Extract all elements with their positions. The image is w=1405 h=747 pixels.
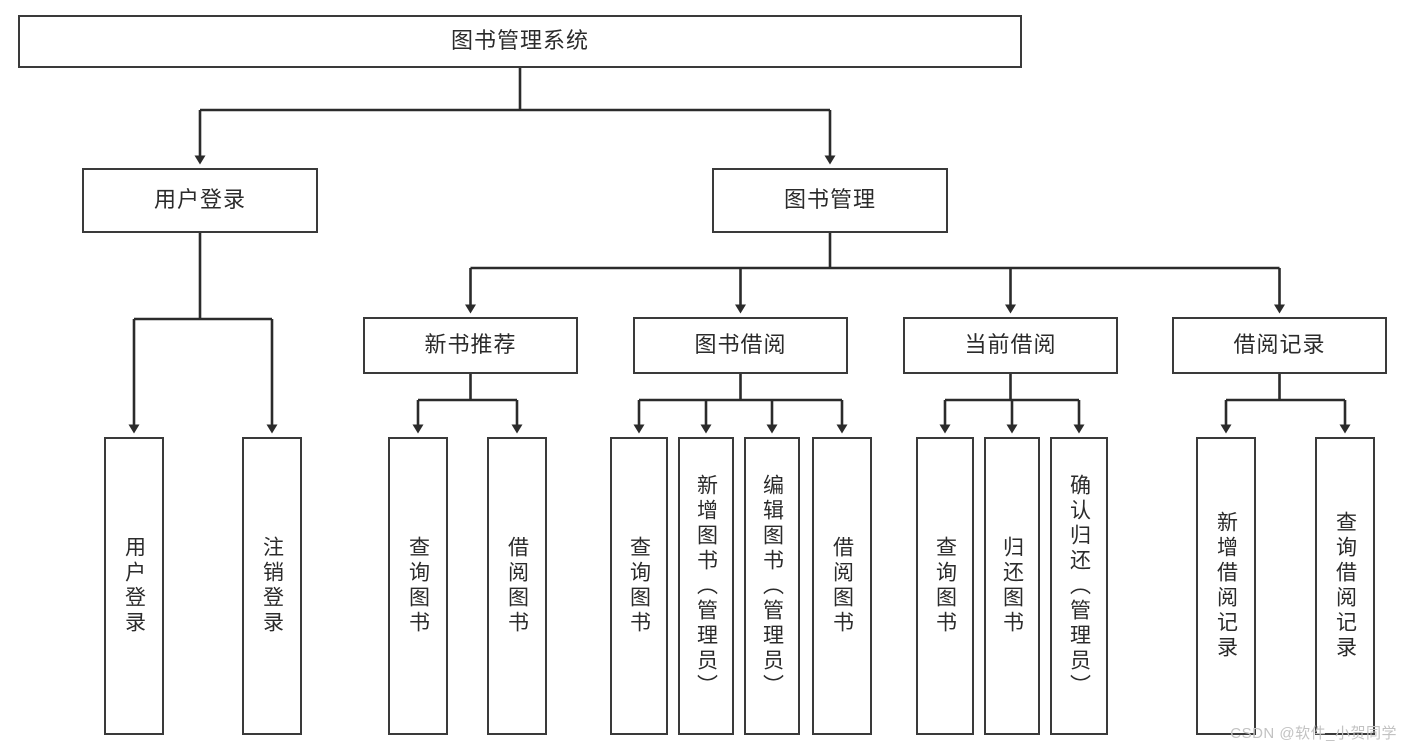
node-leaf-cq[interactable]: 查询图书: [916, 437, 974, 735]
node-newbooks[interactable]: 新书推荐: [363, 317, 578, 374]
node-leaf-newq[interactable]: 查询图书: [388, 437, 448, 735]
node-leaf-bborrow[interactable]: 借阅图书: [812, 437, 872, 735]
node-label: 确认归还（管理员）: [1067, 473, 1091, 699]
node-label: 编辑图书（管理员）: [760, 473, 784, 699]
node-leaf-bq[interactable]: 查询图书: [610, 437, 668, 735]
node-leaf-newb[interactable]: 借阅图书: [487, 437, 547, 735]
node-label: 图书管理: [783, 187, 876, 213]
node-label: 归还图书: [1000, 536, 1024, 636]
node-leaf-logout[interactable]: 注销登录: [242, 437, 302, 735]
node-leaf-radd[interactable]: 新增借阅记录: [1196, 437, 1256, 735]
node-label: 借阅记录: [1233, 332, 1326, 358]
node-leaf-badd[interactable]: 新增图书（管理员）: [678, 437, 734, 735]
node-label: 借阅图书: [830, 536, 854, 636]
node-label: 注销登录: [260, 536, 284, 636]
node-leaf-rquery[interactable]: 查询借阅记录: [1315, 437, 1375, 735]
node-label: 新增借阅记录: [1214, 511, 1238, 661]
node-leaf-login[interactable]: 用户登录: [104, 437, 164, 735]
node-leaf-creturn[interactable]: 归还图书: [984, 437, 1040, 735]
node-leaf-bedit[interactable]: 编辑图书（管理员）: [744, 437, 800, 735]
node-label: 查询图书: [406, 536, 430, 636]
node-label: 借阅图书: [505, 536, 529, 636]
node-leaf-cconfirm[interactable]: 确认归还（管理员）: [1050, 437, 1108, 735]
node-borrow[interactable]: 图书借阅: [633, 317, 848, 374]
node-label: 查询借阅记录: [1333, 511, 1357, 661]
node-label: 新书推荐: [424, 332, 517, 358]
node-label: 用户登录: [153, 187, 246, 213]
node-label: 当前借阅: [964, 332, 1057, 358]
node-label: 新增图书（管理员）: [694, 473, 718, 699]
node-records[interactable]: 借阅记录: [1172, 317, 1387, 374]
node-label: 查询图书: [933, 536, 957, 636]
node-label: 查询图书: [627, 536, 651, 636]
node-label: 图书借阅: [694, 332, 787, 358]
edges: [128, 68, 1351, 434]
node-label: 用户登录: [122, 536, 146, 636]
node-login[interactable]: 用户登录: [82, 168, 318, 233]
node-current[interactable]: 当前借阅: [903, 317, 1118, 374]
node-label: 图书管理系统: [450, 28, 589, 54]
node-bookmgmt[interactable]: 图书管理: [712, 168, 948, 233]
node-root[interactable]: 图书管理系统: [18, 15, 1022, 68]
